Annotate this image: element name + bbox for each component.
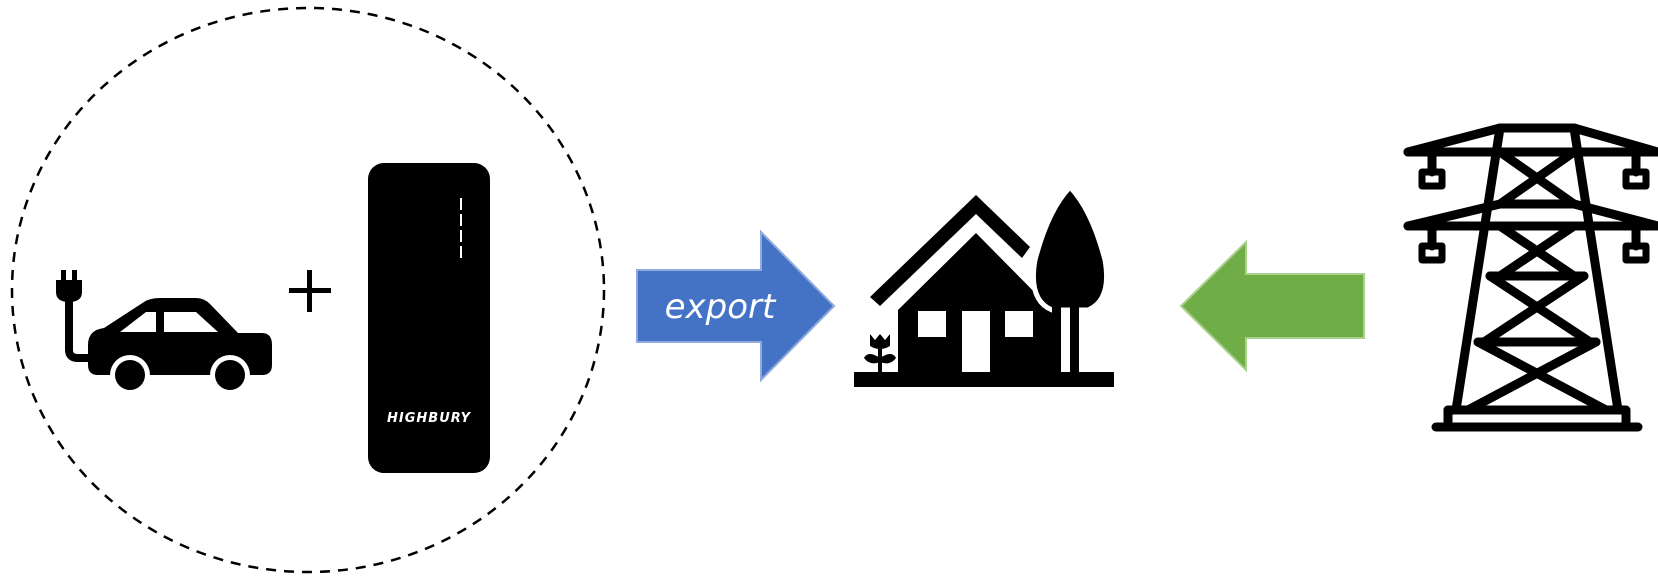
electric-car-icon [56, 270, 272, 395]
wallbox-charger-icon: HIGHBURY [368, 163, 490, 473]
house-with-tree-icon [854, 183, 1114, 387]
export-arrow-label: export [665, 287, 777, 327]
charger-brand-logo: HIGHBURY [387, 411, 472, 426]
charger-indicator-light [460, 214, 462, 226]
pylon-icon [1403, 123, 1658, 432]
flower-icon [864, 334, 896, 372]
charger-indicator-light [460, 246, 462, 258]
vehicle-boundary-circle [10, 6, 606, 574]
export-arrow: export [636, 229, 836, 383]
plus-sign [289, 270, 331, 312]
charger-indicator-light [460, 230, 462, 242]
charger-indicator-light [460, 198, 462, 210]
import-arrow [1179, 239, 1365, 373]
